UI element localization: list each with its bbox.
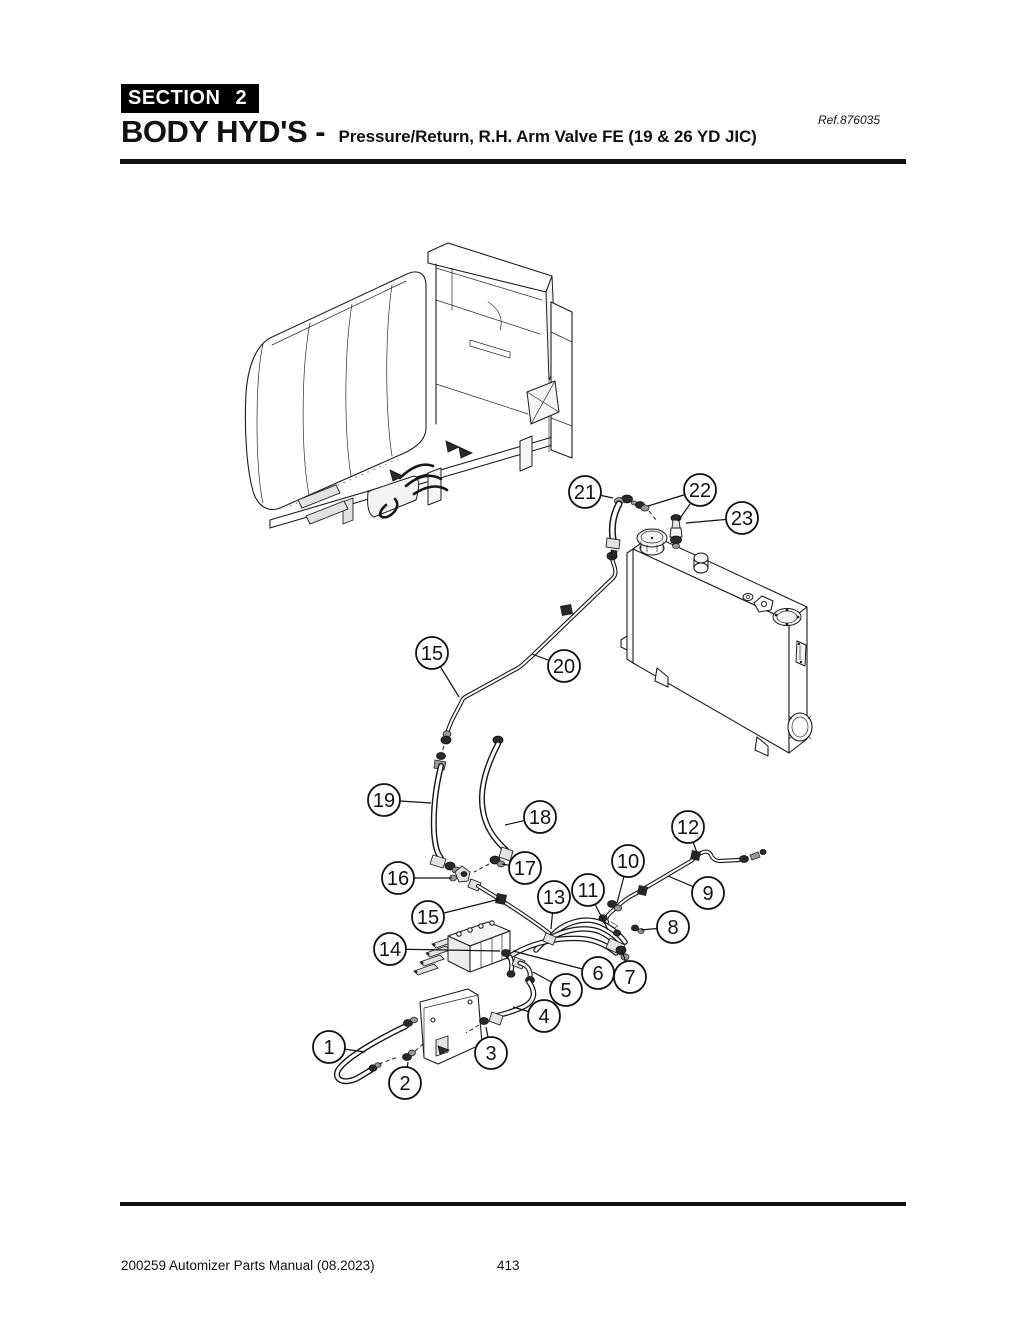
- tube-15-drawing: [467, 878, 552, 936]
- callout-3: 3: [474, 1026, 508, 1070]
- page-subtitle: Pressure/Return, R.H. Arm Valve FE (19 &…: [338, 127, 757, 146]
- callout-19: 19: [367, 783, 432, 817]
- title-row: BODY HYD'S - Pressure/Return, R.H. Arm V…: [121, 114, 906, 150]
- svg-text:23: 23: [731, 508, 753, 530]
- svg-text:15: 15: [421, 643, 443, 665]
- svg-text:14: 14: [379, 939, 401, 961]
- return-tube-20-drawing: [440, 551, 618, 753]
- svg-text:18: 18: [529, 807, 551, 829]
- svg-text:16: 16: [387, 868, 409, 890]
- valve-bank-drawing: [413, 920, 511, 976]
- callout-13: 13: [537, 880, 571, 930]
- svg-text:10: 10: [617, 851, 639, 873]
- callout-10: 10: [611, 844, 645, 904]
- callout-4: 4: [512, 999, 561, 1033]
- svg-text:15: 15: [417, 907, 439, 929]
- svg-text:5: 5: [560, 980, 571, 1002]
- hose-bundle-drawing: [501, 917, 630, 978]
- footer-manual-title: 200259 Automizer Parts Manual (08.2023): [121, 1258, 375, 1273]
- callout-14: 14: [373, 932, 501, 966]
- callout-18: 18: [504, 800, 557, 834]
- svg-text:19: 19: [373, 790, 395, 812]
- svg-text:11: 11: [578, 880, 599, 902]
- footer-page-number: 413: [497, 1258, 520, 1273]
- fitting-17-drawing: [473, 855, 506, 873]
- page-header: SECTION 2 BODY HYD'S - Pressure/Return, …: [121, 84, 906, 150]
- mounting-plate-drawing: [419, 988, 483, 1065]
- callout-22: 22: [647, 473, 717, 522]
- hose-4-drawing: [465, 979, 537, 1034]
- svg-text:12: 12: [677, 817, 699, 839]
- svg-text:6: 6: [592, 963, 603, 985]
- fill-hose-21-drawing: [605, 494, 683, 559]
- callout-6: 6: [512, 950, 615, 990]
- svg-text:3: 3: [485, 1043, 496, 1065]
- svg-text:13: 13: [543, 887, 565, 909]
- svg-text:21: 21: [574, 482, 596, 504]
- elbow-16-drawing: [449, 865, 476, 884]
- elbow-5-drawing: [511, 956, 535, 984]
- callout-2: 2: [388, 1061, 422, 1100]
- callout-12: 12: [671, 810, 705, 854]
- svg-text:7: 7: [624, 967, 635, 989]
- callout-17: 17: [501, 851, 542, 885]
- svg-text:1: 1: [323, 1037, 334, 1059]
- reference-number: Ref.876035: [817, 113, 880, 127]
- hose-19-drawing: [429, 752, 466, 877]
- svg-text:8: 8: [667, 917, 678, 939]
- callout-8: 8: [640, 910, 690, 944]
- callout-20: 20: [531, 649, 581, 683]
- svg-text:22: 22: [689, 480, 711, 502]
- svg-text:17: 17: [514, 858, 536, 880]
- callout-9: 9: [667, 875, 725, 910]
- callout-21: 21: [568, 475, 614, 509]
- callout-7: 7: [613, 949, 647, 994]
- svg-text:2: 2: [399, 1073, 410, 1095]
- footer-rule: [120, 1202, 906, 1206]
- hose-18-drawing: [479, 735, 514, 862]
- callout-15-15: 15: [411, 898, 501, 934]
- header-rule: [120, 159, 906, 164]
- callout-23: 23: [685, 501, 759, 535]
- svg-text:9: 9: [702, 883, 713, 905]
- callout-1: 1: [312, 1030, 366, 1064]
- hose-1-drawing: [333, 1016, 425, 1085]
- callout-11: 11: [571, 873, 609, 931]
- truck-body-drawing: [244, 242, 573, 529]
- hydraulic-tank-drawing: [620, 528, 813, 757]
- svg-text:20: 20: [553, 656, 575, 678]
- svg-text:4: 4: [538, 1006, 549, 1028]
- page-title: BODY HYD'S -: [121, 114, 326, 149]
- section-badge: SECTION 2: [121, 84, 260, 113]
- callout-5: 5: [532, 971, 583, 1007]
- callout-16: 16: [381, 861, 452, 895]
- callout-15-14: 15: [415, 636, 460, 698]
